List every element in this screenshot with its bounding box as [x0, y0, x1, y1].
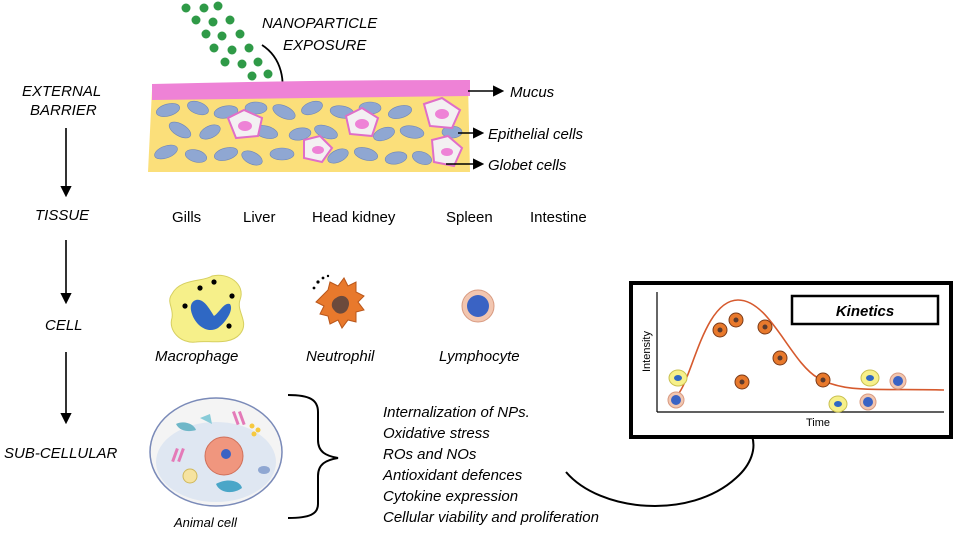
tissue-intestine: Intestine — [530, 209, 587, 226]
response-oxidative-stress: Oxidative stress — [383, 425, 490, 442]
response-viability: Cellular viability and proliferation — [383, 509, 599, 526]
level-subcellular: SUB-CELLULAR — [4, 445, 118, 462]
exposure-line1: NANOPARTICLE — [262, 15, 378, 32]
tissue-gills: Gills — [172, 209, 201, 226]
label-mucus: Mucus — [510, 84, 555, 101]
animal-cell-icon — [149, 397, 283, 507]
label-epithelial-cells: Epithelial cells — [488, 126, 584, 143]
kinetics-curve — [671, 299, 945, 399]
label-macrophage: Macrophage — [155, 348, 238, 365]
kinetics-neutrophil-markers — [712, 312, 831, 390]
epithelial-cells-group — [154, 100, 463, 166]
label-neutrophil: Neutrophil — [306, 348, 375, 365]
kinetics-x-label: Time — [806, 417, 830, 429]
level-cell: CELL — [45, 317, 83, 334]
lymphocyte-icon — [461, 289, 495, 323]
neutrophil-icon — [312, 274, 365, 329]
nanoparticles — [181, 1, 273, 81]
kinetics-lymphocyte-markers — [667, 372, 907, 411]
kinetics-macrophage-markers — [668, 369, 880, 413]
response-cytokine: Cytokine expression — [383, 488, 518, 505]
response-internalization: Internalization of NPs. — [383, 404, 530, 421]
response-antioxidant: Antioxidant defences — [382, 467, 523, 484]
label-animal-cell: Animal cell — [173, 515, 238, 530]
kinetics-title: Kinetics — [836, 303, 894, 320]
macrophage-icon — [169, 274, 245, 343]
response-ros-nos: ROs and NOs — [383, 446, 477, 463]
tissue-spleen: Spleen — [446, 209, 493, 226]
exposure-line2: EXPOSURE — [283, 37, 367, 54]
level-external-line2: BARRIER — [30, 102, 97, 119]
kinetics-panel: Intensity Time Kinetics — [629, 281, 953, 439]
tissue-liver: Liver — [243, 209, 276, 226]
label-lymphocyte: Lymphocyte — [439, 348, 520, 365]
kinetics-y-label: Intensity — [641, 331, 653, 372]
external-barrier — [148, 80, 470, 172]
connector-curve — [565, 435, 755, 507]
response-brace — [287, 394, 339, 519]
level-tissue: TISSUE — [35, 207, 90, 224]
level-external-line1: EXTERNAL — [22, 83, 101, 100]
tissue-head-kidney: Head kidney — [312, 209, 396, 226]
label-goblet-cells: Globet cells — [488, 157, 567, 174]
